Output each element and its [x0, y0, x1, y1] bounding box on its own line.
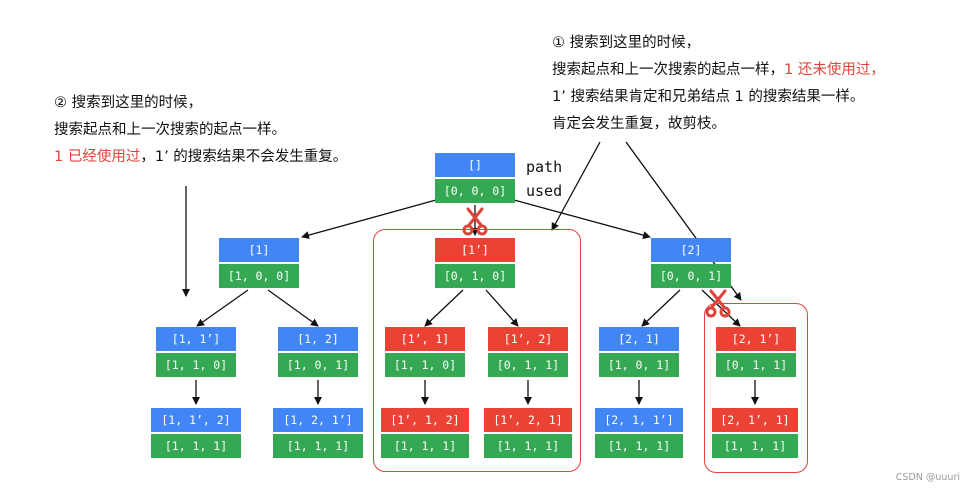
highlight-text: 1 还未使用过，: [784, 62, 885, 78]
edge-root-2: [513, 199, 651, 240]
annotation-line: 1’ 搜索结果肯定和兄弟结点 1 的搜索结果一样。: [552, 84, 885, 111]
node-used: [1, 1, 1]: [595, 434, 683, 458]
node-path: [1’, 2, 1]: [484, 408, 572, 432]
edge-2-21p: [701, 289, 741, 327]
node-used: [1, 1, 1]: [151, 434, 241, 458]
watermark: CSDN @uuuri: [895, 472, 960, 483]
node-used: [1, 1, 1]: [273, 434, 363, 458]
legend-path-label: path: [526, 158, 563, 176]
tree-node-1: [1] [1, 0, 0]: [219, 238, 299, 288]
node-used: [1, 1, 1]: [712, 434, 798, 458]
node-used: [0, 1, 1]: [716, 353, 796, 377]
annotation-line: 搜索起点和上一次搜索的起点一样。: [54, 117, 347, 144]
annotation-line: ② 搜索到这里的时候，: [54, 90, 347, 117]
node-path: [2, 1]: [599, 327, 679, 351]
annotation-prune-reason: ① 搜索到这里的时候， 搜索起点和上一次搜索的起点一样，1 还未使用过， 1’ 搜索…: [552, 30, 885, 138]
tree-node-1p-1: [1’, 1] [1, 1, 0]: [385, 327, 465, 377]
annotation-text: ，1’ 的搜索结果不会发生重复。: [140, 149, 348, 165]
tree-leaf-1p-2-1: [1’, 2, 1] [1, 1, 1]: [484, 408, 572, 458]
node-path: [1’, 1, 2]: [381, 408, 469, 432]
edge-1p-1p1: [424, 289, 464, 327]
scissors-icon: [462, 207, 488, 236]
edge-1-11p: [196, 289, 249, 327]
pointer-right-note-a: [551, 141, 601, 231]
node-used: [0, 0, 1]: [651, 264, 731, 288]
annotation-line: 1 已经使用过，1’ 的搜索结果不会发生重复。: [54, 144, 347, 171]
node-path: [1’]: [435, 238, 515, 262]
node-used: [0, 0, 0]: [435, 179, 515, 203]
tree-leaf-2-1-1p: [2, 1, 1’] [1, 1, 1]: [595, 408, 683, 458]
node-path: [1’, 2]: [488, 327, 568, 351]
node-used: [1, 0, 0]: [219, 264, 299, 288]
node-path: [1]: [219, 238, 299, 262]
node-path: [1, 2, 1’]: [273, 408, 363, 432]
annotation-text: ① 搜索到这里的时候，: [552, 35, 701, 51]
annotation-line: 肯定会发生重复，故剪枝。: [552, 111, 885, 138]
node-used: [0, 1, 0]: [435, 264, 515, 288]
node-used: [1, 0, 1]: [278, 353, 358, 377]
highlight-text: 1 已经使用过: [54, 149, 141, 165]
pruned-branch-box-21p: [704, 303, 808, 473]
tree-node-1p-2: [1’, 2] [0, 1, 1]: [488, 327, 568, 377]
tree-node-1-1p: [1, 1’] [1, 1, 0]: [156, 327, 236, 377]
node-used: [1, 1, 1]: [381, 434, 469, 458]
node-path: [1’, 1]: [385, 327, 465, 351]
edge-1p-1p2: [485, 289, 519, 327]
node-path: []: [435, 153, 515, 177]
tree-leaf-1-1p-2: [1, 1’, 2] [1, 1, 1]: [151, 408, 241, 458]
tree-node-root: [] [0, 0, 0]: [435, 153, 515, 203]
node-used: [1, 1, 1]: [484, 434, 572, 458]
scissors-icon: [705, 289, 731, 318]
node-path: [1, 1’]: [156, 327, 236, 351]
node-path: [2, 1’, 1]: [712, 408, 798, 432]
annotation-text: 搜索起点和上一次搜索的起点一样，: [552, 62, 784, 78]
tree-node-1p: [1’] [0, 1, 0]: [435, 238, 515, 288]
annotation-text: 搜索起点和上一次搜索的起点一样。: [54, 122, 286, 138]
legend-used-label: used: [526, 182, 563, 200]
legend: path used: [526, 155, 562, 203]
annotation-no-prune-reason: ② 搜索到这里的时候， 搜索起点和上一次搜索的起点一样。 1 已经使用过，1’ 的搜…: [54, 90, 347, 171]
node-used: [0, 1, 1]: [488, 353, 568, 377]
node-used: [1, 1, 0]: [156, 353, 236, 377]
node-path: [1, 1’, 2]: [151, 408, 241, 432]
node-used: [1, 0, 1]: [599, 353, 679, 377]
node-path: [2, 1, 1’]: [595, 408, 683, 432]
node-path: [1, 2]: [278, 327, 358, 351]
annotation-text: 1’ 搜索结果肯定和兄弟结点 1 的搜索结果一样。: [552, 89, 865, 105]
annotation-line: 搜索起点和上一次搜索的起点一样，1 还未使用过，: [552, 57, 885, 84]
tree-node-1-2: [1, 2] [1, 0, 1]: [278, 327, 358, 377]
node-path: [2]: [651, 238, 731, 262]
edge-root-1: [301, 199, 437, 239]
tree-node-2-1: [2, 1] [1, 0, 1]: [599, 327, 679, 377]
tree-leaf-1p-1-2: [1’, 1, 2] [1, 1, 1]: [381, 408, 469, 458]
tree-leaf-2-1p-1: [2, 1’, 1] [1, 1, 1]: [712, 408, 798, 458]
edge-2-21: [641, 289, 681, 327]
edge-1-12: [267, 289, 319, 327]
annotation-text: ② 搜索到这里的时候，: [54, 95, 203, 111]
annotation-text: 肯定会发生重复，故剪枝。: [552, 116, 726, 132]
tree-node-2: [2] [0, 0, 1]: [651, 238, 731, 288]
annotation-line: ① 搜索到这里的时候，: [552, 30, 885, 57]
node-path: [2, 1’]: [716, 327, 796, 351]
tree-leaf-1-2-1p: [1, 2, 1’] [1, 1, 1]: [273, 408, 363, 458]
node-used: [1, 1, 0]: [385, 353, 465, 377]
tree-node-2-1p: [2, 1’] [0, 1, 1]: [716, 327, 796, 377]
